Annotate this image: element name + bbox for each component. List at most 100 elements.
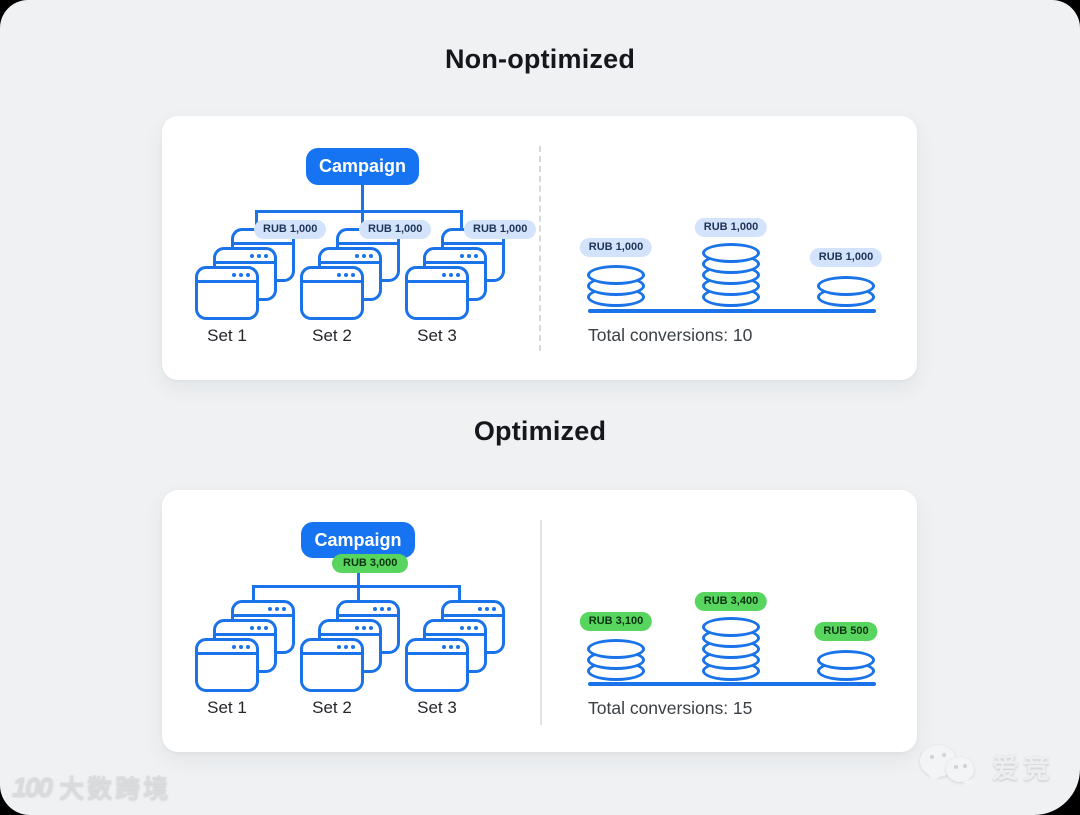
tree-drop-line-left — [252, 585, 255, 600]
coin-stack — [702, 617, 760, 681]
window-dot — [264, 253, 268, 258]
card-divider — [540, 520, 542, 725]
window-dot — [442, 644, 446, 649]
total-conversions-label: Total conversions: 10 — [588, 325, 753, 345]
coin-stack-badge: RUB 3,400 — [694, 592, 768, 612]
window-dot — [456, 272, 460, 277]
window-dot — [474, 253, 478, 258]
coin-stack — [817, 276, 875, 307]
ad-set-label: Set 3 — [417, 698, 457, 717]
window-dot — [351, 272, 355, 277]
coin-stack-badge: RUB 500 — [814, 622, 878, 642]
ad-sets-area: Set 1 Set 2 Set 3 — [162, 600, 542, 755]
ad-set-stack: Set 2 — [300, 600, 400, 717]
bottom-right-watermark: 爱竞 — [920, 743, 1054, 794]
watermark-text: 大数跨境 — [59, 775, 172, 803]
coin — [587, 639, 645, 659]
window-dot — [492, 606, 496, 611]
coin-stack — [587, 639, 645, 681]
window-dot — [337, 644, 341, 649]
coin-stack — [587, 265, 645, 307]
wechat-account-name: 爱竞 — [992, 753, 1054, 784]
window-dot — [362, 253, 366, 258]
campaign-button-label: Campaign — [318, 156, 406, 176]
window-dot — [344, 272, 348, 277]
campaign-button-label: Campaign — [314, 529, 402, 550]
browser-window — [195, 638, 259, 692]
window-titlebar — [444, 603, 502, 617]
window-dot — [246, 272, 250, 277]
coin-stack-badge: RUB 1,000 — [809, 248, 883, 268]
window-dot — [478, 606, 482, 611]
section-title-non-optimized: Non-optimized — [444, 44, 636, 74]
window-titlebar — [408, 269, 466, 283]
browser-window — [405, 638, 469, 692]
tree-stem-line — [361, 185, 364, 230]
bottom-left-watermark: 100 大数跨境 — [12, 769, 171, 805]
window-dot — [485, 606, 489, 611]
results-baseline — [588, 682, 876, 686]
window-dot — [257, 253, 261, 258]
ad-set-budget-badge: RUB 1,000 — [359, 220, 432, 240]
ad-set-label: Set 2 — [312, 326, 352, 345]
window-dot — [257, 625, 261, 630]
browser-window — [300, 638, 364, 692]
window-titlebar — [339, 603, 397, 617]
browser-window — [195, 266, 259, 320]
window-dot — [449, 272, 453, 277]
coin — [587, 265, 645, 285]
ad-set-label: Set 2 — [312, 698, 352, 717]
window-dot — [250, 625, 254, 630]
window-dot — [460, 253, 464, 258]
tree-stem-line — [357, 556, 360, 600]
window-dot — [250, 253, 254, 258]
tree-horizontal-line — [255, 210, 463, 213]
ad-set-stack: Set 3 — [405, 600, 505, 717]
window-dot — [467, 253, 471, 258]
total-conversions-label: Total conversions: 15 — [588, 698, 753, 718]
window-dot — [373, 606, 377, 611]
window-dot — [268, 606, 272, 611]
section-title-optimized: Optimized — [473, 416, 607, 446]
optimized-card: Campaign RUB 3,000 Set 1 Set 2 Set 3 RUB 3… — [162, 490, 917, 752]
wechat-icon — [920, 743, 980, 794]
window-dot — [442, 272, 446, 277]
ad-set-budget-badge: RUB 1,000 — [464, 220, 537, 240]
results-baseline — [588, 309, 876, 313]
window-titlebar — [303, 269, 361, 283]
window-dot — [362, 625, 366, 630]
window-dot — [369, 625, 373, 630]
window-dot — [387, 606, 391, 611]
window-titlebar — [321, 622, 379, 636]
coin — [817, 650, 875, 670]
ad-set-stack: Set 1 — [195, 600, 295, 717]
campaign-button: Campaign — [301, 522, 415, 558]
window-dot — [474, 625, 478, 630]
window-titlebar — [234, 603, 292, 617]
card-divider — [539, 146, 541, 351]
window-dot — [275, 606, 279, 611]
campaign-budget-badge: RUB 3,000 — [332, 554, 409, 574]
ad-set-label: Set 3 — [417, 326, 457, 345]
coin — [702, 243, 760, 263]
coin-stack — [817, 650, 875, 681]
ad-set-label: Set 1 — [207, 698, 247, 717]
coin — [702, 617, 760, 637]
window-dot — [232, 644, 236, 649]
window-titlebar — [408, 641, 466, 655]
window-dot — [449, 644, 453, 649]
window-titlebar — [321, 250, 379, 264]
coin-stack — [702, 243, 760, 307]
window-titlebar — [198, 641, 256, 655]
coin-stack-badge: RUB 1,000 — [579, 238, 653, 258]
window-dot — [282, 606, 286, 611]
window-titlebar — [303, 641, 361, 655]
coin-stack-badge: RUB 1,000 — [694, 218, 768, 238]
ad-set-budget-badge: RUB 1,000 — [254, 220, 327, 240]
window-titlebar — [216, 250, 274, 264]
